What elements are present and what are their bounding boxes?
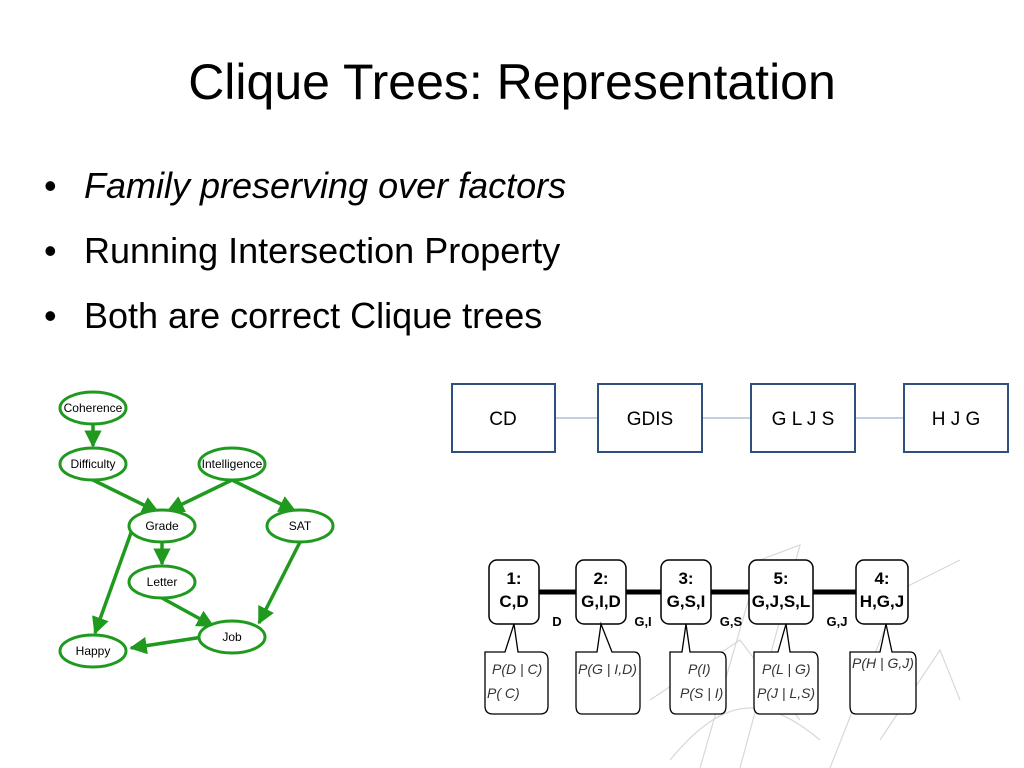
factor-2a: P(G | I,D) [578,661,637,677]
sepset-d: D [552,614,561,629]
clique-tree-1: CD GDIS G L J S H J G [451,383,1009,453]
node-coherence [58,390,128,426]
bullet-text: Running Intersection Property [84,230,561,271]
tree1-box-hjg [903,383,1009,453]
clique-1-num: 1: [506,569,521,588]
bullet-dot: • [44,295,57,336]
sepset-gs: G,S [720,614,743,629]
factor-5a: P(L | G) [762,661,811,677]
label-sat: SAT [289,519,312,533]
edge-intelligence-sat [231,478,297,513]
factor-3a: P(I) [688,661,711,677]
tree1-label-hjg: H J G [932,409,981,430]
node-sat [265,508,335,544]
edge-job-happy [129,635,204,655]
label-letter: Letter [147,575,178,589]
tree1-box-cd [451,383,556,453]
node-intelligence [197,446,267,482]
clique-1-vars: C,D [499,592,528,611]
node-job [197,619,267,655]
network-edges [84,425,302,655]
tree1-box-gdis [597,383,703,453]
bullet-list: • Family preserving over factors • Runni… [44,153,566,348]
tree1-label-cd: CD [489,409,516,430]
tree1-label-gdis: GDIS [627,409,673,430]
label-coherence: Coherence [64,401,123,415]
sepset-gi: G,I [634,614,651,629]
network-nodes [58,390,335,669]
edge-sat-job [257,541,302,625]
factor-1a: P(D | C) [492,661,542,677]
tree2-clique-4 [855,559,909,625]
bullet-text: Family preserving over factors [84,165,567,206]
bullet-item: • Family preserving over factors [44,153,566,218]
label-grade: Grade [145,519,179,533]
tree1-label-gljs: G L J S [772,409,835,430]
node-letter [127,564,197,600]
label-happy: Happy [76,644,111,658]
network-labels: Coherence Difficulty Intelligence Grade … [64,401,312,658]
edge-difficulty-grade [92,478,160,514]
bullet-item: • Both are correct Clique trees [44,283,566,348]
label-difficulty: Difficulty [70,457,115,471]
clique-3-num: 3: [678,569,693,588]
clique-4-num: 4: [874,569,889,588]
edge-grade-happy [92,529,134,635]
node-happy [58,633,128,669]
factor-callout-4 [849,623,917,715]
clique-4-vars: H,G,J [860,592,904,611]
factor-5b: P(J | L,S) [757,685,815,701]
edge-intelligence-grade [166,478,233,513]
clique-2-vars: G,I,D [581,592,621,611]
node-grade [127,508,197,544]
edge-letter-job [161,596,215,628]
factor-3b: P(S | I) [680,685,723,701]
bullet-item: • Running Intersection Property [44,218,566,283]
factor-callout-3 [669,623,727,715]
factor-4a: P(H | G,J) [852,655,914,671]
factor-1b: P( C) [487,685,520,701]
factor-callout-2 [575,621,641,715]
sepset-gj: G,J [827,614,848,629]
clique-3-vars: G,S,I [667,592,706,611]
label-intelligence: Intelligence [202,457,263,471]
tree2-clique-5 [748,559,814,625]
bullet-text: Both are correct Clique trees [84,295,543,336]
label-job: Job [222,630,242,644]
bullet-dot: • [44,230,57,271]
clique-5-vars: G,J,S,L [752,592,811,611]
node-difficulty [58,446,128,482]
clique-2-num: 2: [593,569,608,588]
clique-tree-2: 1: C,D 2: G,I,D 3: G,S,I 5: G,J,S,L 4: H… [484,559,917,715]
bullet-dot: • [44,165,57,206]
slide-title: Clique Trees: Representation [188,54,836,110]
factor-callout-1 [484,623,549,715]
tree1-box-gljs [750,383,856,453]
factor-callout-5 [753,623,819,715]
clique-5-num: 5: [773,569,788,588]
